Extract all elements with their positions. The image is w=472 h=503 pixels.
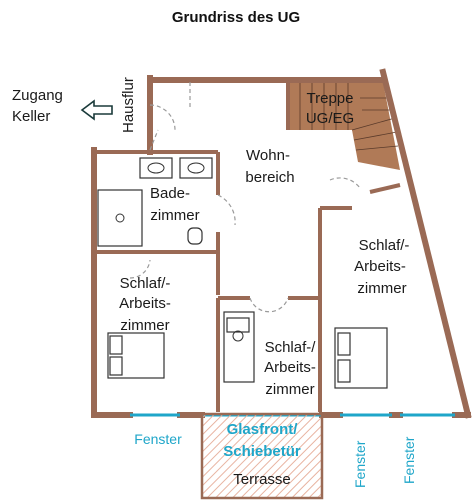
keller-label: Keller xyxy=(12,108,50,125)
outer-walls xyxy=(91,68,472,419)
schlaf-right-label-1: Schlaf/- xyxy=(359,237,410,254)
zugang-label: Zugang xyxy=(12,87,63,104)
toilet xyxy=(187,227,203,245)
sink-1 xyxy=(139,157,173,179)
sink-2 xyxy=(179,157,213,179)
bad-label-2: zimmer xyxy=(150,207,199,224)
fenster-right-label-2: Fenster xyxy=(401,436,417,484)
glasfront-label-2: Schiebetür xyxy=(223,443,301,460)
treppe-label: Treppe xyxy=(307,90,354,107)
door-swings xyxy=(129,82,361,313)
ug-eg-label: UG/EG xyxy=(306,110,354,127)
bad-label-1: Bade- xyxy=(150,185,190,202)
stair-steps xyxy=(299,82,399,151)
schlaf-right-label-2: Arbeits- xyxy=(354,258,406,275)
bed-left xyxy=(107,332,165,379)
bathroom-fixtures xyxy=(97,157,213,247)
schlaf-mid-label-1: Schlaf-/ xyxy=(265,339,317,356)
schlaf-left-label-2: Arbeits- xyxy=(119,295,171,312)
terrasse-label: Terrasse xyxy=(233,471,291,488)
interior-walls xyxy=(94,82,401,412)
wohn-label-2: bereich xyxy=(245,169,294,186)
shower xyxy=(97,189,143,247)
schlaf-left-label-1: Schlaf/- xyxy=(120,275,171,292)
wohn-label-1: Wohn- xyxy=(246,147,290,164)
fenster-left-label: Fenster xyxy=(134,431,182,447)
plan-title: Grundriss des UG xyxy=(172,9,300,26)
schlaf-mid-label-3: zimmer xyxy=(265,381,314,398)
fenster-right-label-1: Fenster xyxy=(352,440,368,488)
hausflur-label: Hausflur xyxy=(120,77,137,133)
bed-middle xyxy=(223,311,255,383)
terrasse-area xyxy=(200,412,324,500)
schlaf-left-label-3: zimmer xyxy=(120,317,169,334)
glasfront-label-1: Glasfront/ xyxy=(227,421,299,438)
schlaf-right-label-3: zimmer xyxy=(357,280,406,297)
bed-right xyxy=(334,327,388,389)
stairs-area xyxy=(288,82,400,170)
schlaf-mid-label-2: Arbeits- xyxy=(264,359,316,376)
arrow-left-icon xyxy=(80,99,113,121)
